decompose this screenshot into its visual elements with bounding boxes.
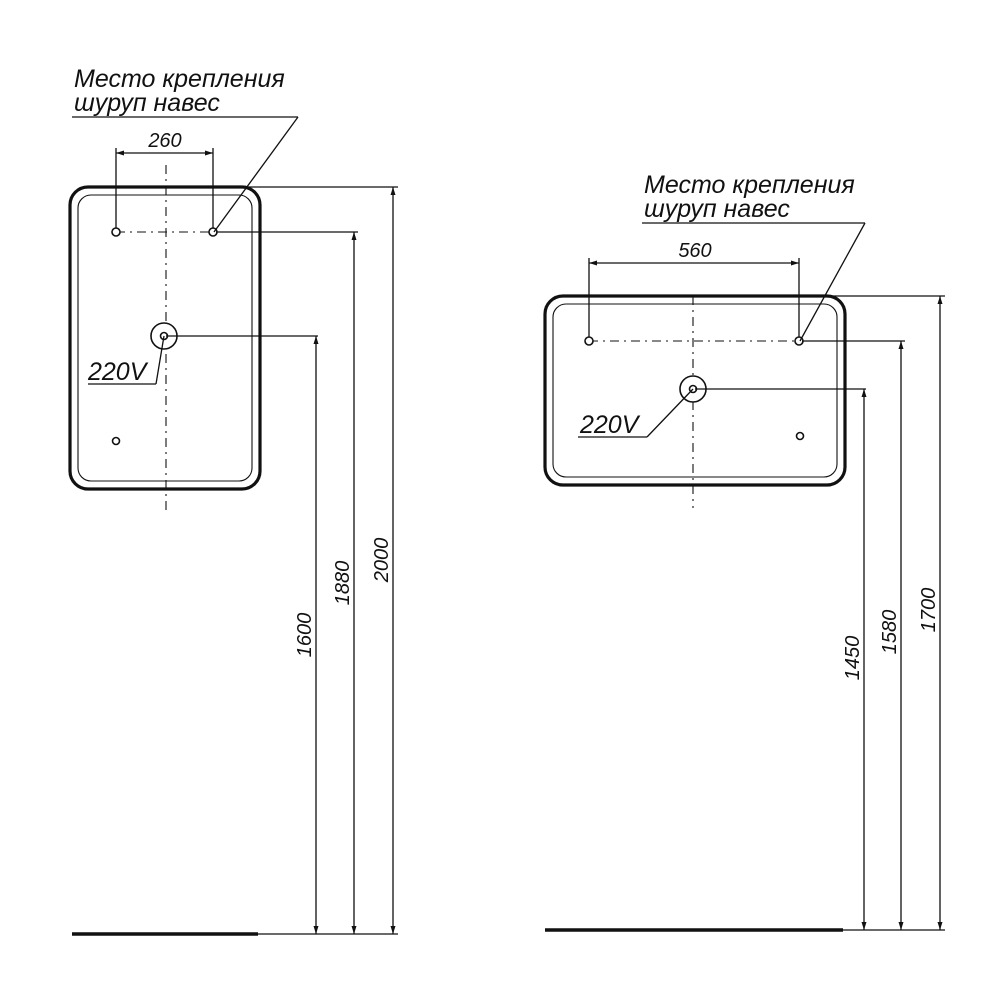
mount-label-line2: шуруп навес (74, 89, 220, 117)
lower-hole (795, 431, 805, 441)
horizontal-mirror-outline (543, 294, 847, 487)
mount-hole-left (584, 336, 594, 346)
power-label: 220V (579, 411, 641, 439)
lower-hole (111, 436, 121, 446)
mount-hole-left (111, 227, 121, 237)
dim-socket-height-label: 1450 (842, 636, 864, 681)
power-label: 220V (87, 358, 149, 386)
dim-top-height-label: 1700 (918, 588, 940, 633)
dim-mount-height-label: 1580 (879, 610, 901, 655)
dim-mount-height-label: 1880 (332, 561, 354, 606)
dim-socket-height-label: 1600 (294, 613, 316, 658)
hole-spacing-label: 560 (678, 240, 711, 262)
vertical-mirror-outline (68, 185, 262, 491)
vertical-mirror-diagram: 260 Место крепления шуруп навес 220V 160… (68, 65, 398, 936)
mount-label-line1: Место крепления (644, 171, 855, 199)
dim-top-height-label: 2000 (371, 538, 393, 584)
vertical-mirror-inner-edge (77, 194, 253, 482)
mount-label-line1: Место крепления (74, 65, 285, 93)
hole-spacing-label: 260 (147, 130, 181, 152)
horizontal-mirror-diagram: 560 Место крепления шуруп навес 220V 145… (543, 171, 945, 932)
horizontal-mirror-inner-edge (552, 303, 838, 478)
mount-label-line2: шуруп навес (644, 195, 790, 223)
